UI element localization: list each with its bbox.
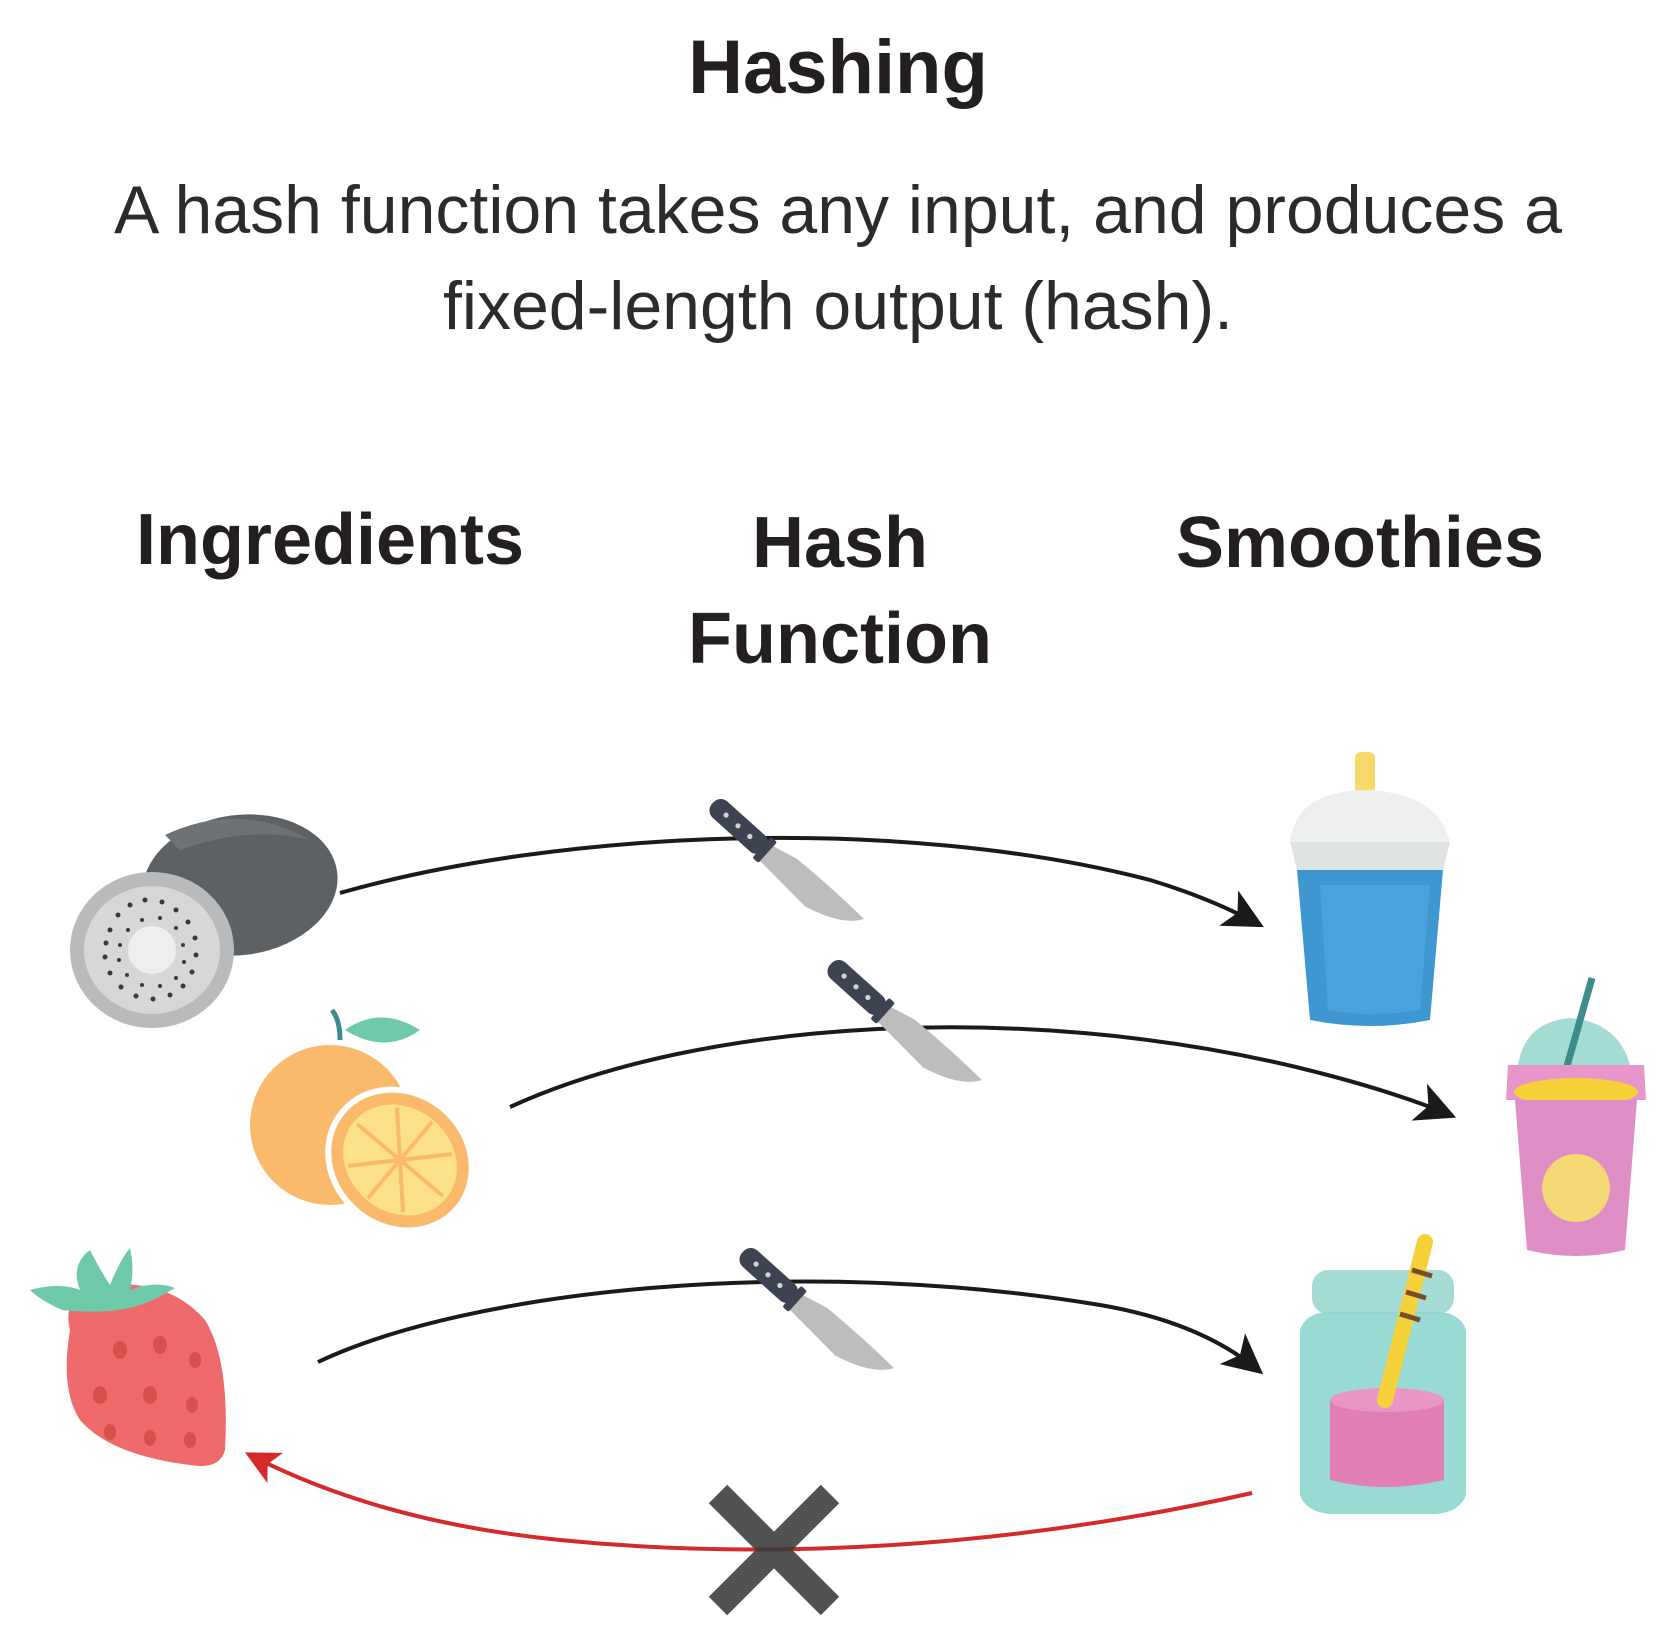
hash-function-label-line-2: Function	[688, 599, 992, 679]
arrow-kiwi-to-blue	[339, 835, 1264, 928]
knife-icon	[702, 791, 865, 942]
hash-function-label: Hash Function	[630, 495, 1050, 687]
subtitle-line-1: A hash function takes any input, and pro…	[114, 172, 1562, 248]
blue-smoothie-icon	[1290, 752, 1450, 1026]
hash-function-label-line-1: Hash	[751, 503, 929, 583]
kiwi-icon	[70, 814, 338, 1028]
jar-smoothie-icon	[1300, 1234, 1466, 1514]
arrow-orange-to-pink	[509, 1025, 1457, 1121]
cross-icon	[708, 1484, 840, 1616]
arrow-strawberry-to-jar	[317, 1279, 1264, 1375]
knife-icon	[732, 1240, 895, 1391]
subtitle: A hash function takes any input, and pro…	[60, 162, 1616, 354]
pink-smoothie-icon	[1506, 977, 1646, 1256]
arrow-reverse-jar-to-strawberry	[244, 1452, 1253, 1552]
page-title: Hashing	[688, 25, 988, 110]
orange-icon	[250, 1008, 475, 1234]
smoothies-label: Smoothies	[1175, 503, 1545, 583]
subtitle-line-2: fixed-length output (hash).	[442, 268, 1234, 344]
strawberry-icon	[30, 1248, 226, 1466]
ingredients-label: Ingredients	[135, 500, 525, 580]
